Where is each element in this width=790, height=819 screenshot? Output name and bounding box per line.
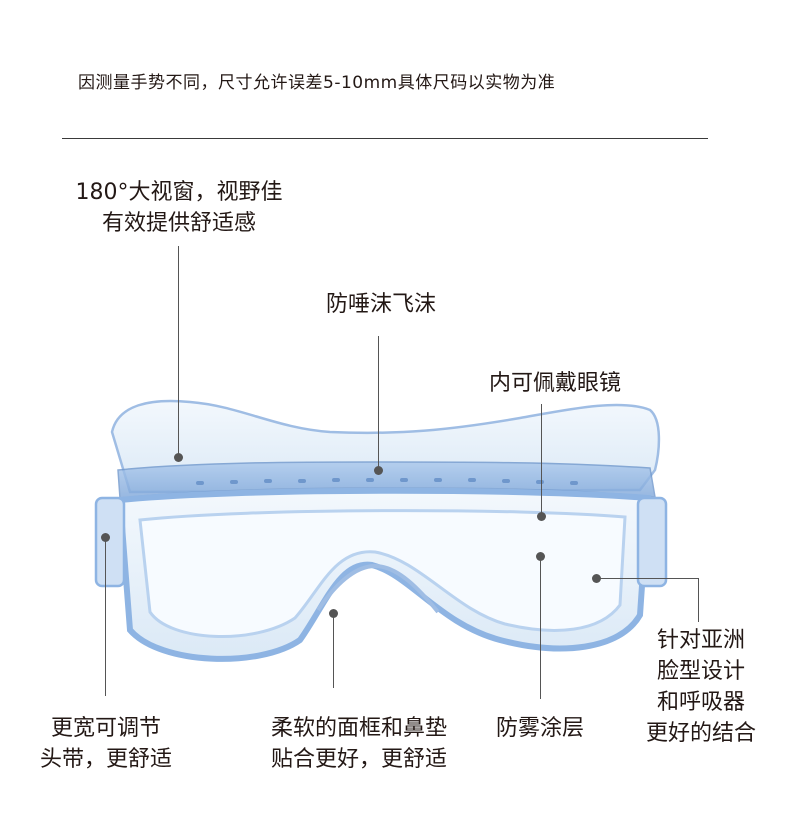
goggle-lens <box>138 509 627 638</box>
callout-soft-frame-line1: 柔软的面框和鼻垫 <box>270 716 447 741</box>
callout-asian-fit: 针对亚洲 脸型设计 和呼吸器 更好的结合 <box>628 625 774 749</box>
right-strap-tab <box>636 496 668 588</box>
leader-soft-frame <box>333 614 334 688</box>
pointer-soft-frame <box>329 609 338 618</box>
size-tolerance-note: 因测量手势不同，尺寸允许误差5-10mm具体尺码以实物为准 <box>78 73 556 93</box>
callout-strap: 更宽可调节 头带，更舒适 <box>20 713 192 775</box>
callout-wear-glasses: 内可佩戴眼镜 <box>488 371 621 396</box>
pointer-strap <box>101 533 110 542</box>
leader-anti-splash <box>378 336 379 470</box>
leader-asian-fit-horizontal <box>600 578 699 579</box>
callout-asian-fit-line4: 更好的结合 <box>645 721 756 746</box>
leader-asian-fit-vertical <box>698 578 699 622</box>
callout-asian-fit-line1: 针对亚洲 <box>656 628 745 653</box>
vent-holes <box>196 478 578 485</box>
callout-strap-line2: 头带，更舒适 <box>39 747 172 772</box>
callout-anti-fog: 防雾涂层 <box>495 716 584 741</box>
callout-anti-splash: 防唾沫飞沫 <box>325 292 436 317</box>
leader-anti-fog <box>540 557 541 699</box>
leader-strap <box>105 538 106 696</box>
callout-soft-frame: 柔软的面框和鼻垫 贴合更好，更舒适 <box>245 713 473 775</box>
pointer-anti-splash <box>374 466 383 475</box>
callout-wide-view-line1: 180°大视窗，视野佳 <box>75 180 283 205</box>
callout-asian-fit-line2: 脸型设计 <box>656 659 745 684</box>
pointer-wear-glasses <box>537 512 546 521</box>
callout-soft-frame-line2: 贴合更好，更舒适 <box>270 747 447 772</box>
nose-pad <box>316 563 440 614</box>
callout-strap-line1: 更宽可调节 <box>50 716 161 741</box>
pointer-wide-view <box>174 453 183 462</box>
divider-line <box>62 138 708 139</box>
callout-wide-view-line2: 有效提供舒适感 <box>101 211 256 236</box>
leader-wide-view <box>178 246 179 456</box>
pointer-asian-fit <box>592 574 601 583</box>
callout-asian-fit-line3: 和呼吸器 <box>656 690 745 715</box>
pointer-anti-fog <box>536 552 545 561</box>
left-strap-tab <box>94 496 126 588</box>
callout-wide-view: 180°大视窗，视野佳 有效提供舒适感 <box>45 177 313 239</box>
leader-wear-glasses <box>541 404 542 516</box>
